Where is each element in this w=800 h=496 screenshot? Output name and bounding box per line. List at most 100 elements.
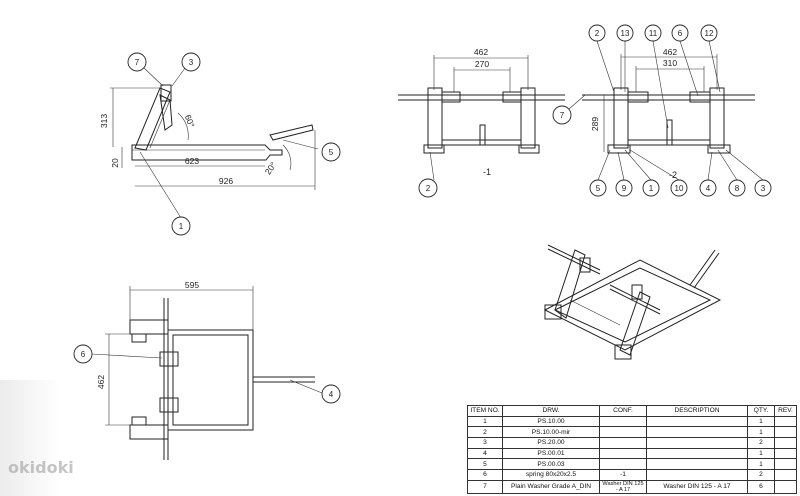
- bom-cell-item: 6: [467, 469, 503, 481]
- bill-of-materials-table: ITEM NO. DRW. CONF. DESCRIPTION QTY. REV…: [467, 405, 797, 494]
- bom-cell-drw: Plain Washer Grade A_DIN: [502, 479, 600, 494]
- bom-header-item: ITEM NO.: [467, 405, 503, 417]
- svg-text:462: 462: [663, 47, 677, 57]
- bom-cell-qty: 6: [747, 479, 775, 494]
- balloon-4: 4: [321, 384, 341, 404]
- bom-cell-desc: [646, 458, 748, 471]
- balloon-3: 3: [754, 179, 772, 197]
- balloon-11: 11: [644, 24, 662, 42]
- bom-cell-desc: [646, 426, 748, 439]
- balloon-7: 7: [552, 105, 572, 125]
- balloon-7: 7: [127, 52, 147, 72]
- view-label-1: -1: [483, 167, 491, 177]
- bom-cell-rev: [774, 415, 797, 428]
- bom-cell-desc: [646, 437, 748, 449]
- svg-text:9: 9: [622, 184, 627, 193]
- bom-cell-desc: Washer DIN 125 - A 17: [646, 479, 748, 494]
- svg-text:462: 462: [96, 375, 106, 389]
- svg-text:313: 313: [99, 114, 109, 128]
- bom-cell-conf: [599, 437, 647, 449]
- svg-text:3: 3: [189, 58, 194, 67]
- bom-cell-drw: PS.10.00-mir: [502, 426, 600, 439]
- bom-cell-item: 7: [467, 479, 503, 494]
- bom-cell-item: 2: [467, 426, 503, 439]
- svg-text:3: 3: [761, 184, 766, 193]
- front-view-2: 462 310 289 -2: [582, 40, 764, 181]
- isometric-view: [543, 244, 722, 360]
- f2-dim-462: 462: [620, 47, 718, 90]
- bom-header-qty: QTY.: [747, 405, 775, 417]
- side-view: 313 20 623 926 60° 20° 7 3 5 1: [99, 52, 341, 236]
- svg-text:1: 1: [649, 184, 654, 193]
- bom-header-rev: REV.: [774, 405, 797, 417]
- balloon-2: 2: [588, 24, 606, 42]
- svg-text:6: 6: [81, 350, 86, 359]
- bom-cell-drw: PS.10.00: [502, 415, 600, 428]
- balloon-2: 2: [418, 178, 438, 198]
- svg-text:310: 310: [663, 58, 677, 68]
- balloon-4: 4: [699, 179, 717, 197]
- svg-text:2: 2: [595, 29, 600, 38]
- bom-cell-item: 1: [467, 415, 503, 428]
- balloon-12: 12: [700, 24, 718, 42]
- bom-row: 5 PS.00.03 1: [467, 458, 797, 471]
- svg-text:8: 8: [735, 184, 740, 193]
- corner-shade: [0, 380, 60, 496]
- top-dim-462: 462: [96, 333, 132, 426]
- svg-text:13: 13: [621, 29, 630, 38]
- side-dim-20: 20: [110, 147, 123, 168]
- svg-text:1: 1: [179, 222, 184, 231]
- f2-dim-289: 289: [590, 95, 605, 152]
- bom-header-drw: DRW.: [502, 405, 600, 417]
- bom-row: 3 PS.20.00 2: [467, 437, 797, 449]
- bom-cell-qty: 2: [747, 469, 775, 481]
- bom-cell-rev: [774, 458, 797, 471]
- svg-text:270: 270: [475, 59, 489, 69]
- bom-cell-qty: 1: [747, 426, 775, 439]
- bom-cell-rev: [774, 469, 797, 481]
- f1-dim-462: 462: [433, 47, 529, 90]
- top-view: 595 462: [90, 280, 323, 460]
- bom-cell-conf: [599, 447, 647, 460]
- side-dim-623: 623: [135, 156, 265, 167]
- bom-cell-rev: [774, 447, 797, 460]
- svg-text:5: 5: [329, 148, 334, 157]
- balloon-5: 5: [321, 142, 341, 162]
- balloon-13: 13: [616, 24, 634, 42]
- bom-cell-qty: 2: [747, 437, 775, 449]
- svg-text:623: 623: [185, 156, 199, 166]
- f1-dim-270: 270: [453, 59, 511, 92]
- svg-text:462: 462: [474, 47, 488, 57]
- svg-text:4: 4: [329, 390, 334, 399]
- top-dim-595: 595: [129, 280, 254, 330]
- balloon-6: 6: [73, 344, 93, 364]
- bom-cell-rev: [774, 479, 797, 494]
- bom-cell-qty: 1: [747, 415, 775, 428]
- bom-cell-desc: [646, 469, 748, 481]
- bom-header-conf: CONF.: [599, 405, 647, 417]
- balloon-3: 3: [181, 52, 201, 72]
- bom-cell-item: 3: [467, 437, 503, 449]
- svg-text:5: 5: [596, 184, 601, 193]
- bom-cell-qty: 1: [747, 458, 775, 471]
- bom-cell-drw: spring 80x20x2.5: [502, 469, 600, 481]
- svg-text:2: 2: [426, 184, 431, 193]
- svg-text:926: 926: [219, 176, 233, 186]
- balloon-1: 1: [171, 216, 191, 236]
- watermark-logo: okidoki: [8, 458, 74, 477]
- bom-cell-drw: PS.20.00: [502, 437, 600, 449]
- svg-text:60°: 60°: [183, 113, 197, 129]
- view-label-2: -2: [669, 170, 677, 180]
- bom-cell-conf: [599, 415, 647, 428]
- svg-text:4: 4: [706, 184, 711, 193]
- bom-row: 4 PS.00.01 1: [467, 447, 797, 460]
- balloon-10: 10: [670, 179, 688, 197]
- bom-cell-conf: Washer DIN 125 - A 17: [599, 479, 647, 494]
- svg-text:10: 10: [675, 184, 684, 193]
- bom-cell-item: 4: [467, 447, 503, 460]
- balloon-9: 9: [615, 179, 633, 197]
- bom-cell-conf: [599, 426, 647, 439]
- bom-cell-rev: [774, 437, 797, 449]
- svg-text:12: 12: [705, 29, 714, 38]
